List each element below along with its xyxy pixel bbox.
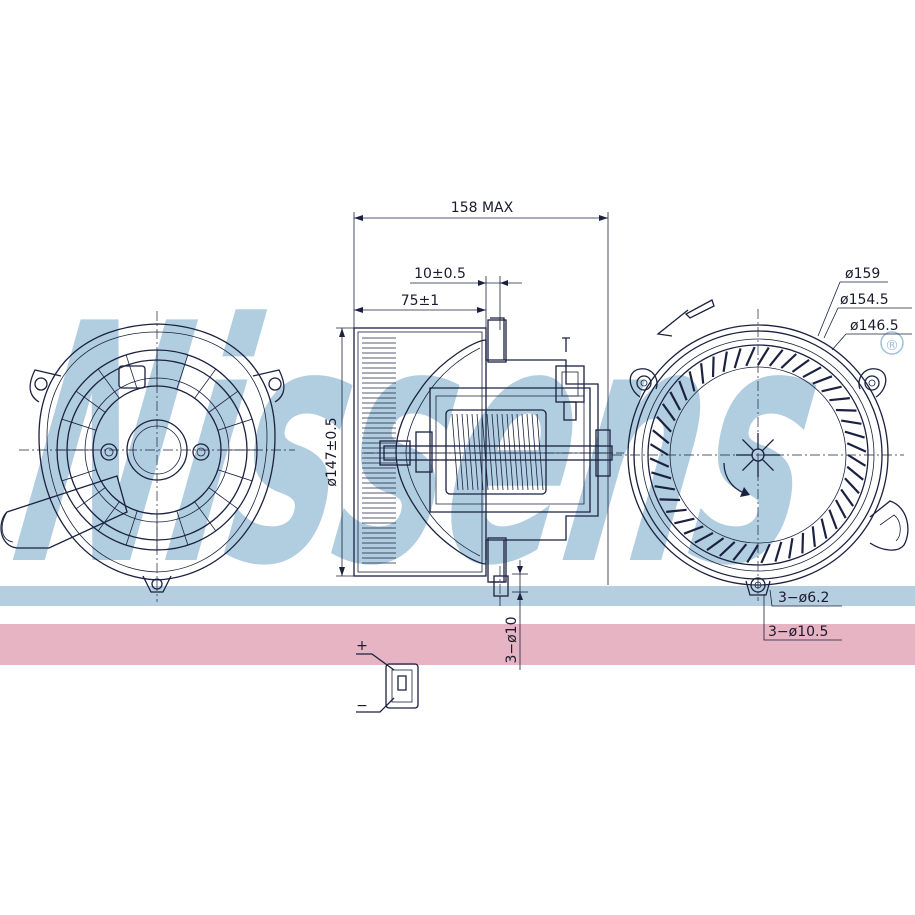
section-view: 158 MAX 10±0.5 75±1 ø147±0.5 xyxy=(324,200,624,670)
dim-wheel-diameter: ø147±0.5 xyxy=(324,417,340,486)
dim-mount-hole-outer: 3−ø10.5 xyxy=(768,624,828,640)
motor-side-view xyxy=(0,311,295,602)
connector-negative-label: − xyxy=(356,698,368,714)
dim-outer-diameter-1: ø159 xyxy=(845,266,880,282)
watermark-blue-band xyxy=(0,586,915,606)
dim-outer-diameter-2: ø154.5 xyxy=(840,292,889,308)
dim-stud-holes: 3−ø10 xyxy=(504,616,520,663)
dim-outer-diameter-3: ø146.5 xyxy=(850,318,899,334)
connector-positive-label: + xyxy=(356,638,368,654)
dim-overall-length: 158 MAX xyxy=(451,200,514,216)
watermark-pink-band xyxy=(0,624,915,665)
dim-wheel-depth: 75±1 xyxy=(401,293,439,309)
wheel-side-view: ø159 ø154.5 ø146.5 3−ø6.2 3−ø10.5 xyxy=(612,266,912,641)
electrical-connector: + − xyxy=(356,638,419,714)
dim-mount-hole-inner: 3−ø6.2 xyxy=(778,590,829,606)
dim-offset: 10±0.5 xyxy=(414,266,466,282)
watermark-registered-mark: ® xyxy=(885,338,899,354)
